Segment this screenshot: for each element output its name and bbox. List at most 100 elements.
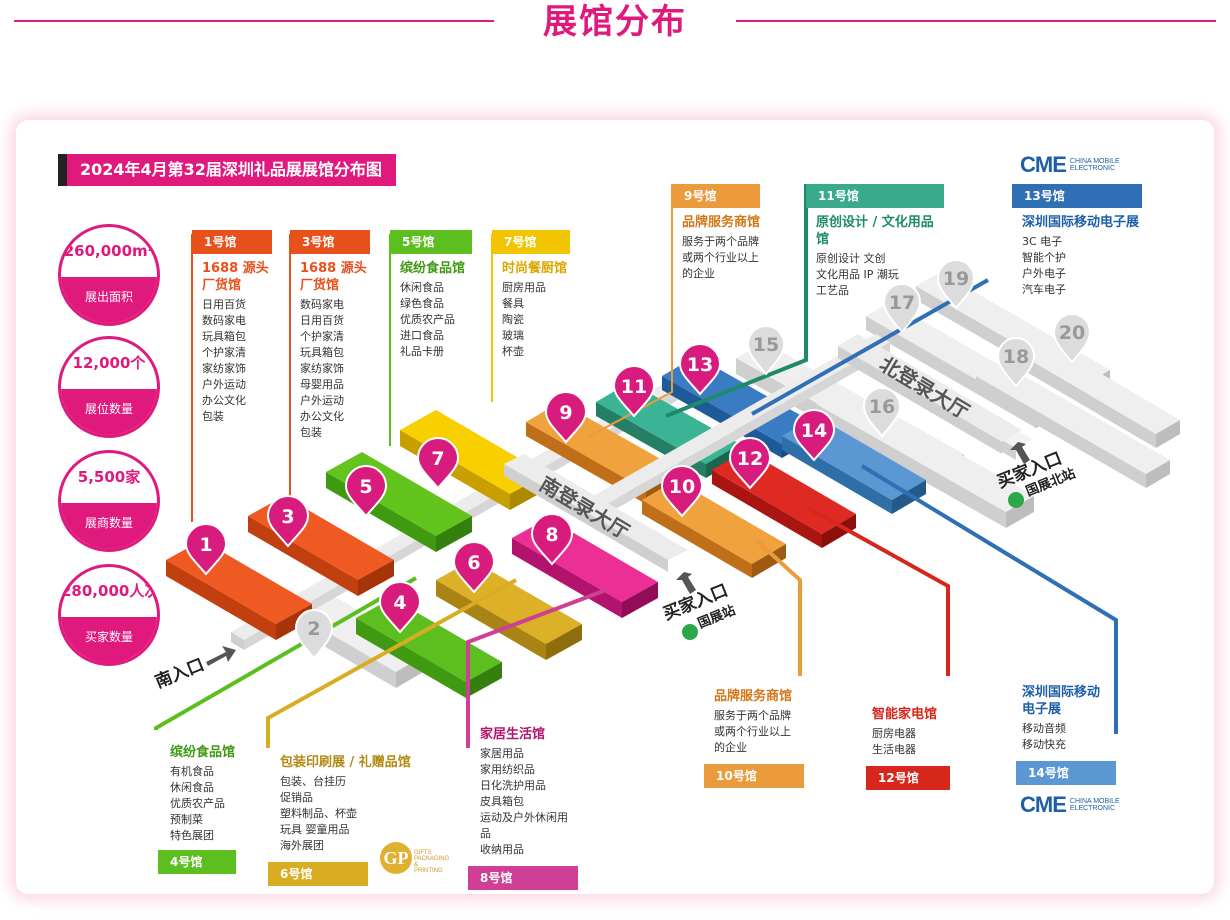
hall-item: 日用百货 [202, 298, 246, 311]
hall-item: 绿色食品 [400, 297, 444, 310]
svg-text:3: 3 [281, 506, 294, 528]
hall-tab: 13号馆 [1012, 184, 1142, 208]
pin-2: 2 [294, 609, 334, 660]
hall-item: 特色展团 [170, 829, 214, 842]
hall-item: 原创设计 文创 [816, 252, 886, 265]
hall-item: 3C 电子 [1022, 235, 1063, 248]
leader-line-11 [665, 184, 808, 418]
hall-label-7: 7号馆 时尚餐厨馆 厨房用品 餐具 陶瓷 玻璃 杯壶 [492, 230, 570, 360]
svg-text:20: 20 [1059, 322, 1085, 344]
pin-13: 13 [678, 343, 722, 396]
hall-item: 家用纺织品 [480, 763, 535, 776]
svg-text:4: 4 [393, 592, 406, 614]
svg-text:19: 19 [943, 268, 969, 290]
hall-name: 品牌服务商馆 [714, 689, 793, 704]
pin-1: 1 [184, 523, 228, 576]
hall-name: 深圳国际移动电子展 [1022, 215, 1140, 230]
svg-text:12: 12 [737, 448, 763, 470]
south-entrance: 南入口 [152, 646, 236, 693]
pin-11: 11 [612, 365, 656, 418]
north-station-icon [1008, 492, 1024, 508]
svg-text:18: 18 [1003, 346, 1029, 368]
hall-item: 玩具 婴童用品 [280, 823, 350, 836]
hall-item: 户外运动 [202, 378, 246, 391]
stat-area: 260,000m² 展出面积 [58, 224, 160, 326]
hall-item: 办公文化 [300, 410, 344, 423]
leader-line-8 [466, 588, 607, 748]
hall-label-3: 3号馆 1688 源头厂货馆 数码家电 日用百货 个护家清 玩具箱包 家纺家饰 … [290, 230, 370, 441]
hall-item: 智能个护 [1022, 251, 1066, 264]
hall-item: 服务于两个品牌 [714, 709, 791, 722]
stat-booths: 12,000个 展位数量 [58, 336, 160, 438]
hall-name: 1688 源头厂货馆 [202, 261, 269, 293]
svg-text:6: 6 [467, 552, 480, 574]
pin-15: 15 [746, 325, 786, 376]
hall-item: 文化用品 IP 潮玩 [816, 268, 899, 281]
buyer-entrance-south: 买家入口 国展站 [660, 572, 738, 640]
stat-buyers: 280,000人次 买家数量 [58, 564, 160, 666]
leader-line-14 [860, 464, 1118, 734]
leader-line-13 [751, 278, 989, 416]
cme-logo-top: CME CHINA MOBILE ELECTRONIC [1020, 152, 1122, 178]
gifts-logo-text: GIFTS PACKAGING & PRINTING [414, 850, 450, 874]
hall-item: 陶瓷 [502, 313, 524, 326]
hall-block-20 [1006, 332, 1180, 448]
pin-9: 9 [544, 391, 588, 444]
stat-value: 280,000人次 [61, 582, 160, 600]
hall-item: 户外电子 [1022, 267, 1066, 280]
hall-item: 皮具箱包 [480, 795, 524, 808]
hall-item: 个护家清 [300, 330, 344, 343]
hall-item: 塑料制品、杯壶 [280, 807, 357, 820]
svg-text:17: 17 [889, 292, 915, 314]
hall-item: 日用百货 [300, 314, 344, 327]
hall-label-12: 智能家电馆 厨房电器 生活电器 12号馆 [866, 700, 950, 790]
hall-item: 优质农产品 [400, 313, 455, 326]
hall-item: 休闲食品 [400, 281, 444, 294]
pin-4: 4 [378, 581, 422, 634]
hall-item: 工艺品 [816, 284, 849, 297]
pin-3: 3 [266, 495, 310, 548]
hall-label-4: 缤纷食品馆 有机食品 休闲食品 优质农产品 预制菜 特色展团 4号馆 [158, 730, 236, 874]
cme-logo-mark: CME [1020, 792, 1067, 817]
hall-item: 促销品 [280, 791, 313, 804]
gifts-printing-logo: GP GIFTS PACKAGING & PRINTING [380, 840, 449, 876]
hall-item: 有机食品 [170, 765, 214, 778]
hall-name: 智能家电馆 [872, 707, 938, 722]
svg-text:10: 10 [669, 476, 695, 498]
hall-item: 进口食品 [400, 329, 444, 342]
hall-item: 厨房电器 [872, 727, 916, 740]
svg-text:8: 8 [545, 524, 558, 546]
svg-text:7: 7 [431, 448, 444, 470]
stat-value: 5,500家 [77, 468, 141, 486]
svg-text:5: 5 [359, 476, 372, 498]
svg-text:13: 13 [687, 354, 713, 376]
hall-name: 原创设计 / 文化用品馆 [816, 215, 934, 247]
pin-16: 16 [862, 387, 902, 438]
south-entrance-label: 南入口 [152, 654, 207, 693]
header-line-left [14, 20, 494, 22]
hall-item: 的企业 [682, 267, 715, 280]
pin-12: 12 [728, 437, 772, 490]
hall-label-9: 9号馆 品牌服务商馆 服务于两个品牌 或两个行业以上 的企业 [672, 184, 760, 282]
stat-value: 260,000m² [63, 242, 155, 260]
hall-label-13: 13号馆 深圳国际移动电子展 3C 电子 智能个护 户外电子 汽车电子 [1012, 184, 1142, 298]
leader-line-9 [585, 184, 673, 439]
hall-item: 礼品卡册 [400, 345, 444, 358]
hall-item: 家居用品 [480, 747, 524, 760]
svg-text:11: 11 [621, 376, 647, 398]
hall-item: 个护家清 [202, 346, 246, 359]
hall-map-diagram: 2 15 16 17 18 19 20 1 [152, 184, 1180, 748]
hall-item: 厨房用品 [502, 281, 546, 294]
hall-tab: 10号馆 [704, 764, 804, 788]
pin-14: 14 [792, 409, 836, 462]
stat-exhibitors: 5,500家 展商数量 [58, 450, 160, 552]
hall-item: 预制菜 [170, 813, 203, 826]
leader-line-10 [754, 538, 802, 676]
svg-text:9: 9 [559, 402, 572, 424]
hall-item: 母婴用品 [300, 378, 344, 391]
pin-5: 5 [344, 465, 388, 518]
hall-tab: 7号馆 [492, 230, 570, 254]
hall-name: 品牌服务商馆 [682, 215, 761, 230]
hall-item: 运动及户外休闲用品 [480, 811, 568, 840]
hall-label-5: 5号馆 缤纷食品馆 休闲食品 绿色食品 优质农产品 进口食品 礼品卡册 [390, 230, 472, 360]
